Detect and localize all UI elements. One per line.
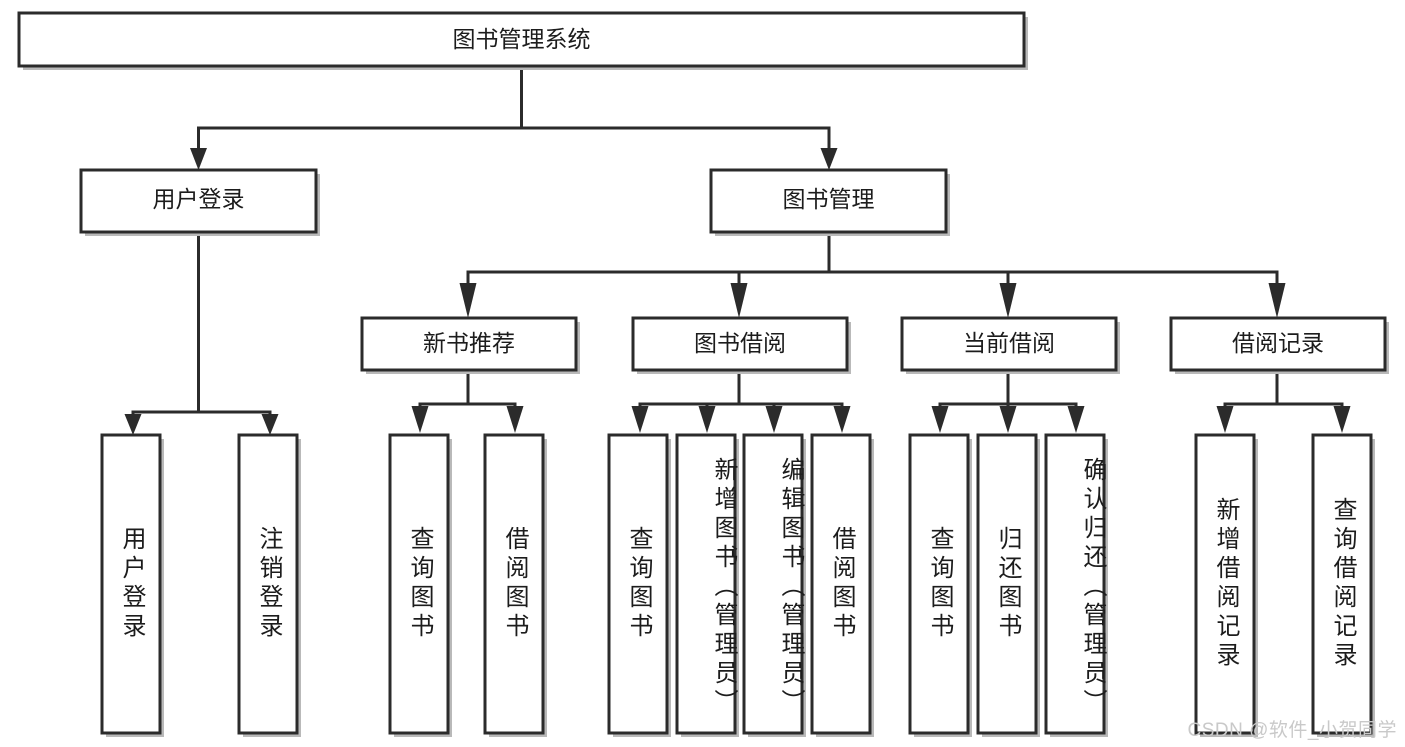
arrow-to-leaf-return-book <box>999 406 1017 433</box>
leaf-query-book-2-box[interactable] <box>607 433 669 735</box>
arrow-to-leaf-user-login <box>124 414 142 435</box>
node-current-borrow-box[interactable] <box>900 316 1118 372</box>
leaf-borrow-book-2-box[interactable] <box>810 433 872 735</box>
node-root-box[interactable] <box>17 11 1026 68</box>
arrow-to-leaf-query-book-1 <box>411 406 429 433</box>
node-new-book-recommend-label: 新书推荐 <box>423 330 515 356</box>
leaf-add-book-box[interactable] <box>675 433 737 735</box>
edges-layer <box>124 64 1351 435</box>
watermark-text: CSDN @软件_小贺同学 <box>1187 720 1397 741</box>
node-new-book-recommend-box[interactable] <box>360 316 578 372</box>
leaf-logout-login-box[interactable] <box>237 433 299 735</box>
arrow-to-book-borrow <box>730 283 748 318</box>
node-book-management-box[interactable] <box>709 168 948 234</box>
arrow-to-leaf-add-book <box>698 406 716 433</box>
arrow-to-new-book-recommend <box>459 283 477 318</box>
arrow-to-user-login <box>190 148 207 170</box>
arrow-to-leaf-confirm-return <box>1067 406 1085 433</box>
arrow-to-leaf-logout-login <box>261 414 279 435</box>
node-book-borrow-label: 图书借阅 <box>694 330 786 356</box>
arrow-to-leaf-query-record <box>1333 406 1351 433</box>
leaf-return-book-box[interactable] <box>976 433 1038 735</box>
leaf-query-record-box[interactable] <box>1311 433 1373 735</box>
leaf-edit-book-box[interactable] <box>742 433 804 735</box>
leaf-add-record-box[interactable] <box>1194 433 1256 735</box>
leaf-query-book-3-box[interactable] <box>908 433 970 735</box>
leaf-confirm-return-box[interactable] <box>1044 433 1106 735</box>
node-user-login-label: 用户登录 <box>153 186 245 212</box>
arrow-to-current-borrow <box>999 283 1017 318</box>
leaf-query-book-1-box[interactable] <box>388 433 450 735</box>
arrow-to-leaf-query-book-2 <box>631 406 649 433</box>
leaf-borrow-book-1-box[interactable] <box>483 433 545 735</box>
node-borrow-records-label: 借阅记录 <box>1232 330 1324 356</box>
arrow-to-leaf-borrow-book-1 <box>506 406 524 433</box>
leaf-user-login-box[interactable] <box>100 433 162 735</box>
arrow-to-leaf-edit-book <box>765 406 783 433</box>
node-current-borrow-label: 当前借阅 <box>963 330 1055 356</box>
node-borrow-records-box[interactable] <box>1169 316 1387 372</box>
arrow-to-book-management <box>820 148 838 170</box>
arrow-to-leaf-query-book-3 <box>931 406 949 433</box>
node-book-borrow-box[interactable] <box>631 316 849 372</box>
arrow-to-leaf-add-record <box>1216 406 1234 433</box>
node-root-label: 图书管理系统 <box>453 26 591 52</box>
arrow-to-borrow-records <box>1268 283 1286 318</box>
arrow-to-leaf-borrow-book-2 <box>833 406 851 433</box>
node-user-login-box[interactable] <box>79 168 318 234</box>
nodes-layer: 图书管理系统 用户登录 图书管理 新书推荐 图书借阅 当前借阅 借阅记录 <box>17 11 1389 737</box>
node-book-management-label: 图书管理 <box>783 186 875 212</box>
